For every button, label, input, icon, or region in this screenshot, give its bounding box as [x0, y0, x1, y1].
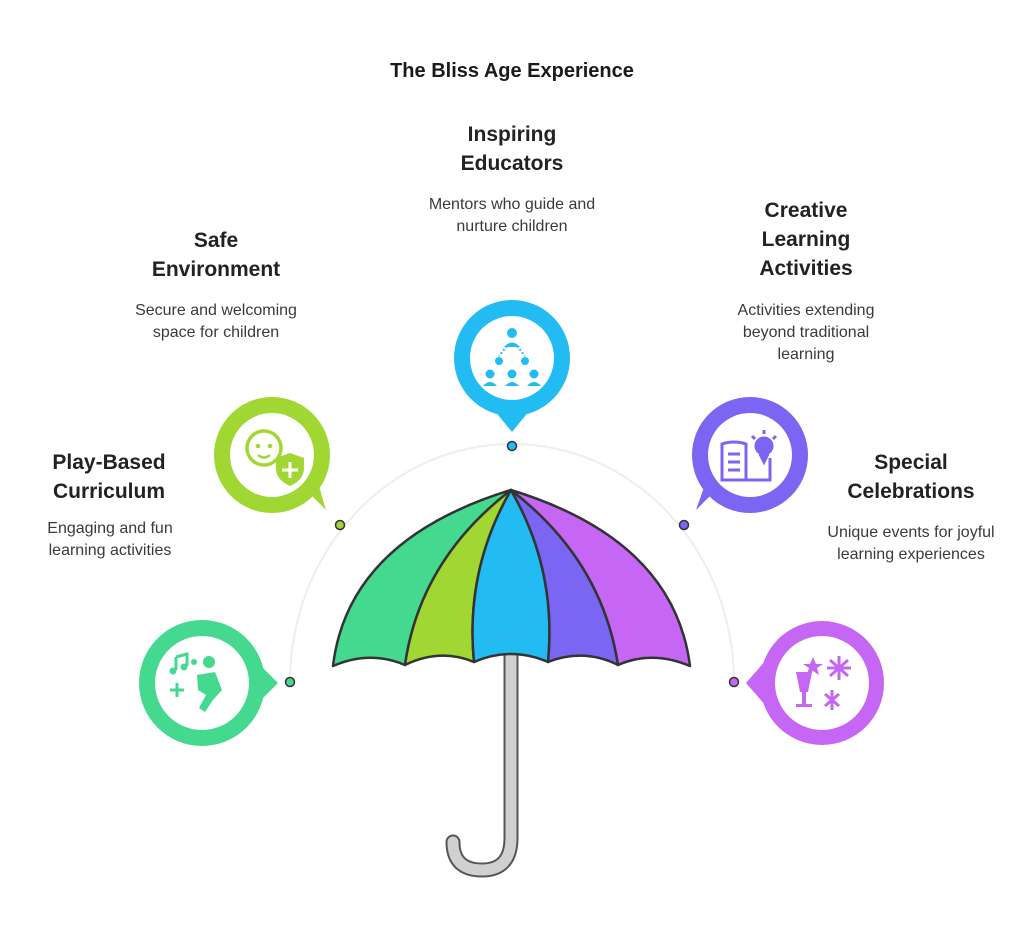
item-title-play-based: Play-Based Curriculum — [52, 451, 166, 503]
item-title-safe-environment: Safe Environment — [151, 229, 281, 281]
item-desc-creative-learning: Activities extending beyond traditional … — [737, 302, 875, 363]
item-title-inspiring-educators: Inspiring Educators — [460, 123, 564, 175]
item-desc-safe-environment: Secure and welcoming space for children — [135, 302, 297, 341]
badge-inspiring-educators — [454, 300, 570, 432]
connector-dot-lime — [334, 519, 346, 531]
item-desc-special-celebrations: Unique events for joyful learning experi… — [827, 524, 995, 563]
connector-dot-blue — [506, 440, 518, 452]
umbrella-handle — [445, 647, 519, 878]
umbrella-handle-fill — [447, 649, 517, 876]
item-title-creative-learning: Creative Learning Activities — [759, 199, 853, 280]
celebration-fireworks-icon — [796, 656, 851, 710]
child-play-music-icon — [169, 652, 222, 712]
item-title-special-celebrations: Special Celebrations — [847, 451, 975, 503]
badge-special-celebrations — [746, 621, 884, 745]
item-desc-inspiring-educators: Mentors who guide and nurture children — [428, 196, 596, 235]
badge-safe-environment — [214, 397, 330, 513]
connector-dot-indigo — [678, 519, 690, 531]
book-idea-icon — [720, 430, 778, 482]
connector-dot-purple — [728, 676, 740, 688]
mentor-hierarchy-icon — [483, 328, 541, 386]
badge-play-based — [139, 620, 278, 746]
badge-creative-learning — [692, 397, 808, 513]
diagram-title: The Bliss Age Experience — [390, 60, 634, 82]
canopy-panel-purple — [509, 488, 692, 668]
baby-shield-icon — [245, 429, 304, 486]
connector-dot-green — [284, 676, 296, 688]
item-desc-play-based: Engaging and fun learning activities — [47, 520, 173, 559]
